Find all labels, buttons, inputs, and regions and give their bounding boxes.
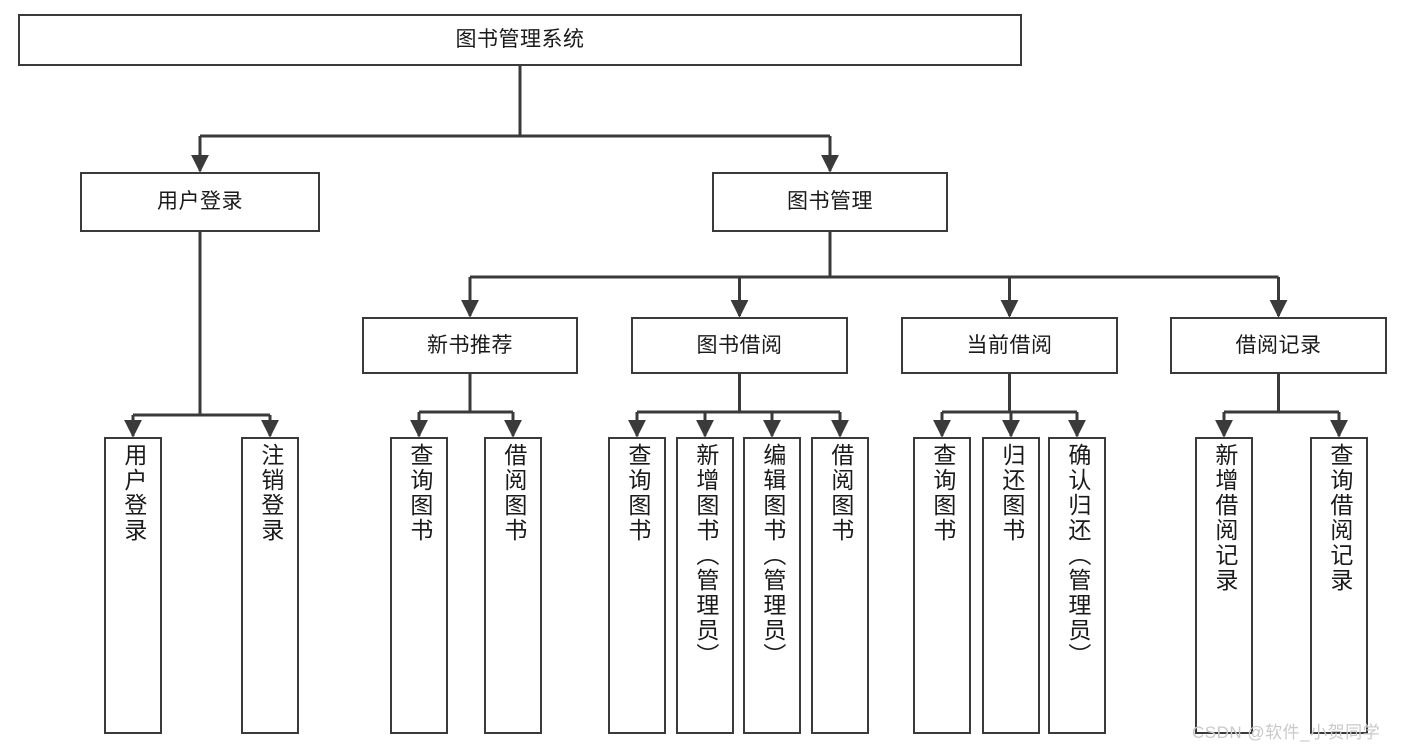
node-rc-query[interactable]: 查询借阅记录: [1310, 437, 1368, 734]
node-label: 查询图书: [929, 443, 956, 543]
node-login[interactable]: 用户登录: [80, 172, 320, 232]
node-cb-return[interactable]: 归还图书: [982, 437, 1040, 734]
node-label: 确认归还（管理员）: [1064, 443, 1091, 668]
node-label: 用户登录: [157, 190, 243, 214]
node-newbook[interactable]: 新书推荐: [362, 317, 578, 374]
node-label: 查询图书: [406, 443, 433, 543]
node-label: 编辑图书（管理员）: [759, 443, 786, 668]
node-label: 新增图书（管理员）: [692, 443, 719, 668]
node-label: 注销登录: [257, 443, 284, 543]
node-bb-add[interactable]: 新增图书（管理员）: [676, 437, 734, 734]
node-bb-query[interactable]: 查询图书: [608, 437, 666, 734]
node-label: 借阅记录: [1235, 333, 1322, 357]
node-user-login[interactable]: 用户登录: [104, 437, 162, 734]
node-label: 用户登录: [120, 443, 147, 543]
node-nb-borrow[interactable]: 借阅图书: [484, 437, 542, 734]
node-label: 借阅图书: [500, 443, 527, 543]
node-cb-query[interactable]: 查询图书: [913, 437, 971, 734]
node-bb-edit[interactable]: 编辑图书（管理员）: [743, 437, 801, 734]
node-label: 图书借阅: [696, 333, 783, 357]
node-label: 图书管理系统: [455, 28, 585, 52]
node-bookmgmt[interactable]: 图书管理: [712, 172, 948, 232]
node-rc-add[interactable]: 新增借阅记录: [1195, 437, 1253, 734]
node-label: 当前借阅: [966, 333, 1053, 357]
node-records[interactable]: 借阅记录: [1170, 317, 1387, 374]
node-borrow[interactable]: 图书借阅: [631, 317, 848, 374]
node-cb-confirm[interactable]: 确认归还（管理员）: [1048, 437, 1106, 734]
node-bb-borrow[interactable]: 借阅图书: [811, 437, 869, 734]
node-root[interactable]: 图书管理系统: [18, 14, 1022, 66]
node-label: 借阅图书: [827, 443, 854, 543]
node-user-logout[interactable]: 注销登录: [241, 437, 299, 734]
node-current[interactable]: 当前借阅: [901, 317, 1118, 374]
node-nb-query[interactable]: 查询图书: [390, 437, 448, 734]
node-label: 归还图书: [998, 443, 1025, 543]
node-label: 新书推荐: [427, 333, 513, 357]
node-label: 图书管理: [787, 190, 873, 214]
node-label: 查询借阅记录: [1326, 443, 1353, 593]
csdn-watermark: CSDN @软件_小贺同学: [1192, 723, 1381, 742]
node-label: 查询图书: [624, 443, 651, 543]
node-label: 新增借阅记录: [1211, 443, 1238, 593]
